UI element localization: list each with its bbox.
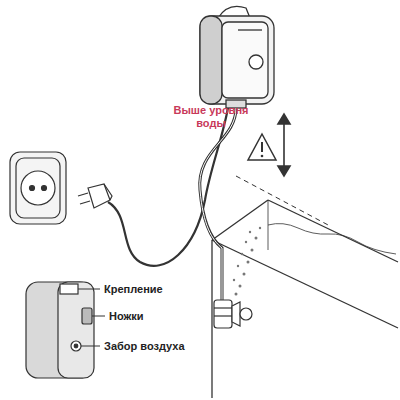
pump-detail [26, 282, 94, 378]
air-stone [214, 300, 252, 328]
leader-lines [78, 289, 105, 346]
power-cable [108, 108, 228, 266]
warning-triangle [248, 134, 276, 160]
height-arrow [278, 114, 290, 176]
wall-socket [10, 152, 66, 224]
air-tube [200, 108, 236, 300]
level-line [236, 176, 330, 226]
part-name: Ножки [109, 310, 144, 323]
power-plug [78, 184, 112, 208]
bubbles [233, 227, 261, 296]
part-name: Крепление [104, 283, 163, 296]
air-pump [200, 6, 274, 108]
aquarium [212, 200, 398, 398]
part-name: Забор воздуха [104, 340, 185, 353]
warning-note: Выше уровня воды [172, 104, 250, 129]
